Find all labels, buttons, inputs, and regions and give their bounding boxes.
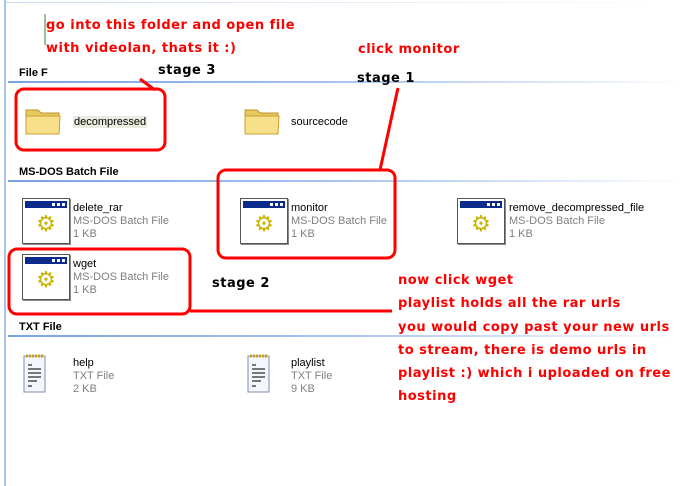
- item-size: 1 KB: [509, 228, 533, 240]
- annotation-top-line1: go into this folder and open file: [46, 18, 296, 33]
- annotation-stage2: stage 2: [212, 276, 270, 291]
- item-type: TXT File: [291, 370, 333, 382]
- batch-file-icon: ⚙: [240, 198, 288, 244]
- annotation-stage1: stage 1: [357, 71, 415, 86]
- annotation-note: playlist :) which i uploaded on free: [398, 366, 671, 381]
- group-header-file-f[interactable]: File F: [19, 67, 48, 79]
- annotation-note: now click wget: [398, 273, 514, 288]
- item-name: playlist: [291, 357, 325, 369]
- stage1-highlight-box: [216, 168, 397, 260]
- item-name: decompressed: [73, 116, 148, 128]
- item-name: sourcecode: [291, 116, 348, 128]
- item-size: 9 KB: [291, 383, 315, 395]
- group-header-batch[interactable]: MS-DOS Batch File: [19, 166, 119, 178]
- stage3-highlight-box: [14, 87, 167, 152]
- item-size: 1 KB: [291, 228, 315, 240]
- item-type: MS-DOS Batch File: [73, 271, 169, 283]
- batch-file-icon: ⚙: [457, 198, 505, 244]
- annotation-stage3: stage 3: [158, 63, 216, 78]
- item-type: MS-DOS Batch File: [291, 215, 387, 227]
- item-size: 1 KB: [73, 228, 97, 240]
- item-name: monitor: [291, 202, 328, 214]
- item-type: TXT File: [73, 370, 115, 382]
- stage3-pointer-line: [139, 77, 156, 92]
- stage1-pointer-line: [378, 87, 400, 171]
- annotation-note: to stream, there is demo urls in: [398, 343, 647, 358]
- annotation-note: you would copy past your new urls: [398, 320, 670, 335]
- left-pane-border: [0, 0, 6, 486]
- batch-file-icon: ⚙: [22, 254, 70, 300]
- annotation-top-line2: with videolan, thats it :): [46, 41, 237, 56]
- top-divider: [6, 2, 693, 3]
- folder-icon: [25, 109, 61, 135]
- item-name: wget: [73, 258, 97, 270]
- item-name: remove_decompressed_file: [509, 202, 645, 214]
- group-header-txt[interactable]: TXT File: [19, 321, 62, 333]
- folder-icon: [244, 109, 280, 135]
- stage2-highlight-box: [7, 247, 192, 316]
- batch-file-icon: ⚙: [22, 198, 70, 244]
- group-divider: [8, 180, 688, 182]
- item-size: 1 KB: [73, 284, 97, 296]
- annotation-click-monitor: click monitor: [358, 42, 460, 57]
- annotation-note: hosting: [398, 389, 457, 404]
- item-name: delete_rar: [73, 202, 123, 214]
- item-type: MS-DOS Batch File: [73, 215, 169, 227]
- text-file-icon: [247, 354, 270, 393]
- item-size: 2 KB: [73, 383, 97, 395]
- annotation-note: playlist holds all the rar urls: [398, 296, 621, 311]
- item-type: MS-DOS Batch File: [509, 215, 605, 227]
- text-file-icon: [23, 354, 46, 393]
- item-name: help: [73, 357, 94, 369]
- group-divider: [8, 81, 688, 83]
- group-divider: [8, 335, 688, 337]
